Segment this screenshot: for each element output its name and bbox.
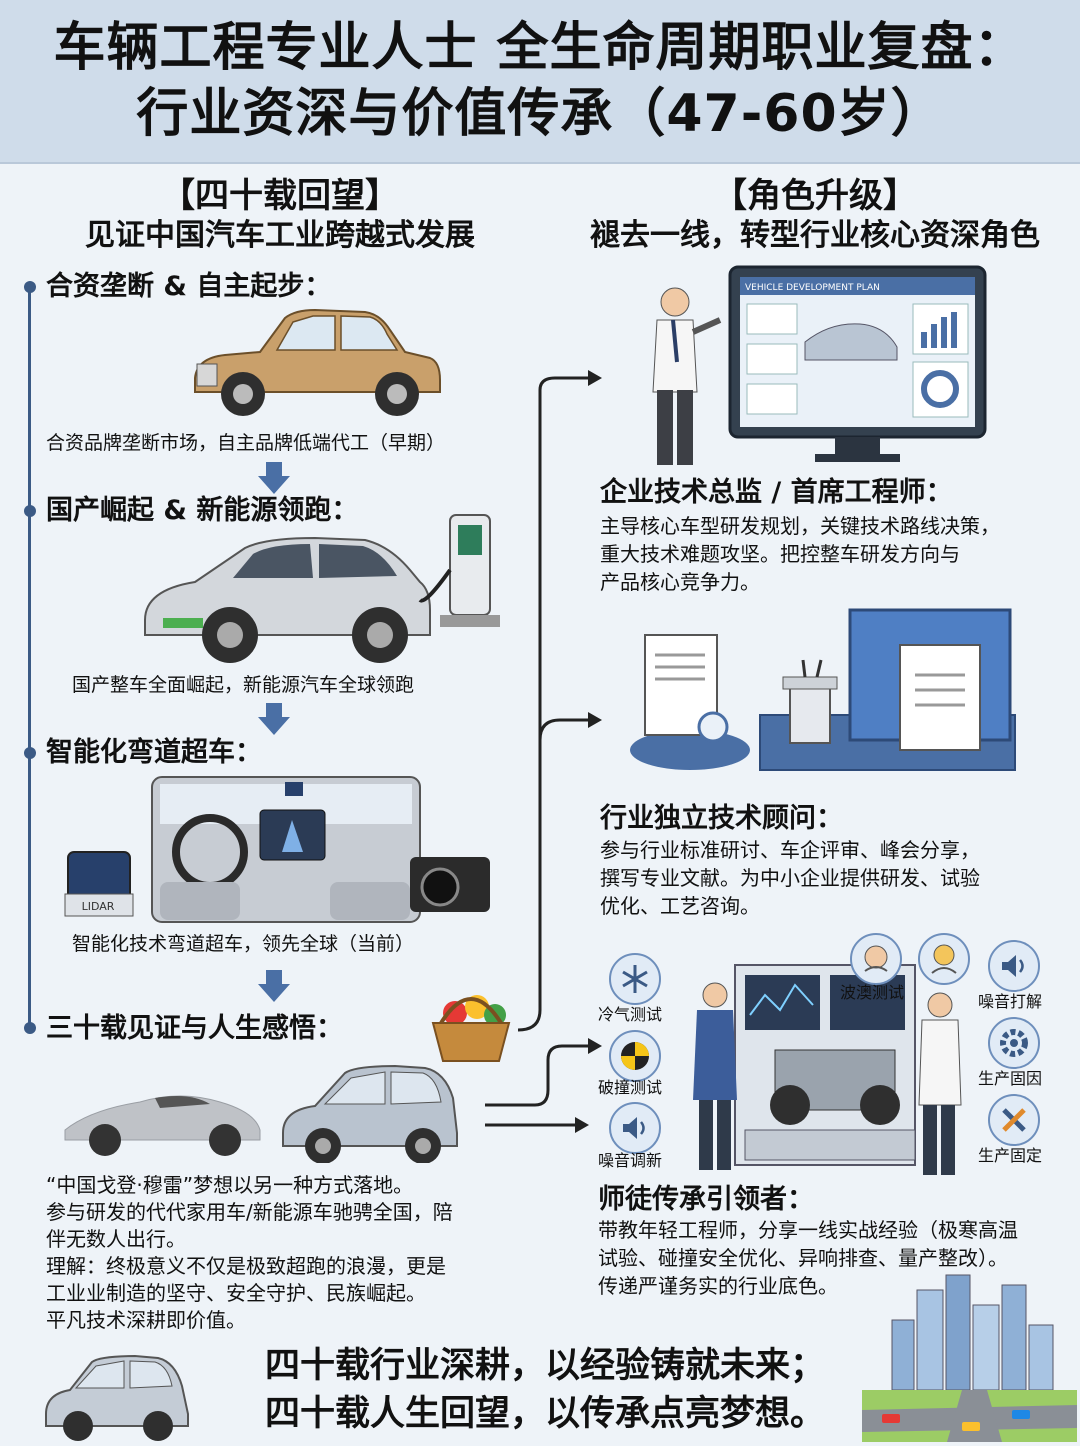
reflection-line: 伴无数人出行。 — [46, 1227, 186, 1251]
lab-label-noise-fix: 噪音打解 — [978, 992, 1043, 1011]
wrench-icon — [988, 1094, 1040, 1146]
head-sensor-icon — [850, 933, 902, 985]
down-arrow-icon — [258, 462, 290, 494]
page-header: 车辆工程专业人士 全生命周期职业复盘： 行业资深与价值传承（47-60岁） — [0, 0, 1080, 164]
section-title-2: 国产崛起 & 新能源领跑： — [46, 495, 359, 526]
page-title-line2: 行业资深与价值传承（47-60岁） — [136, 84, 944, 144]
lab-label-wave: 波澳测试 — [840, 983, 905, 1002]
role-desc-1: 主导核心车型研发规划，关键技术路线决策， 重大技术难题攻坚。把控整车研发方向与 … — [600, 512, 1060, 596]
motto-line-2: 四十载人生回望，以传承点亮梦想。 — [265, 1394, 826, 1434]
compact-car-illustration — [45, 1354, 189, 1441]
left-subtitle: 见证中国汽车工业跨越式发展 — [85, 218, 475, 253]
role-desc-line: 产品核心竞争力。 — [600, 570, 760, 594]
reflection-line: 参与研发的代代家用车/新能源车驰骋全国，陪 — [46, 1200, 453, 1224]
test-lab-illustration — [693, 964, 962, 1175]
hatchback-illustration — [282, 1064, 458, 1163]
role-desc-line: 主导核心车型研发规划，关键技术路线决策， — [600, 514, 1000, 538]
section-caption-3: 智能化技术弯道超车，领先全球（当前） — [72, 933, 415, 955]
page-title-line1: 车辆工程专业人士 全生命周期职业复盘： — [53, 18, 1027, 78]
section-caption-2: 国产整车全面崛起，新能源汽车全球领跑 — [72, 674, 415, 696]
speaker-icon — [609, 1102, 661, 1154]
person-icon — [918, 933, 970, 985]
reflection-line: 平凡技术深耕即价值。 — [46, 1308, 246, 1332]
left-column-heading: 【四十载回望】 见证中国汽车工业跨越式发展 — [20, 176, 540, 256]
lab-label-crash: 破撞测试 — [598, 1078, 663, 1097]
right-column-heading: 【角色升级】 褪去一线，转型行业核心资深角色 — [560, 176, 1070, 256]
role-desc-line: 撰写专业文献。为中小企业提供研发、试验 — [600, 866, 980, 890]
role-desc-line: 带教年轻工程师，分享一线实战经验（极寒高温 — [598, 1218, 1018, 1242]
role-desc-line: 参与行业标准研讨、车企评审、峰会分享， — [600, 838, 980, 862]
role-desc-3: 带教年轻工程师，分享一线实战经验（极寒高温 试验、碰撞安全优化、异响排查、量产整… — [598, 1216, 1073, 1300]
lab-label-cold: 冷气测试 — [598, 1005, 663, 1024]
section-title-4: 三十载见证与人生感悟： — [46, 1013, 343, 1044]
timeline-dot — [24, 505, 36, 517]
role-desc-line: 试验、碰撞安全优化、异响排查、量产整改）。 — [598, 1246, 1008, 1270]
timeline-dot — [24, 1022, 36, 1034]
snowflake-icon — [609, 953, 661, 1005]
role-title-2: 行业独立技术顾问： — [600, 803, 843, 834]
city-illustration — [862, 1274, 1077, 1442]
timeline-dot — [24, 747, 36, 759]
supercar-illustration — [64, 1095, 261, 1156]
lab-label-prod1: 生产固因 — [978, 1069, 1043, 1088]
role-desc-line: 优化、工艺咨询。 — [600, 894, 760, 918]
screen-title: VEHICLE DEVELOPMENT PLAN — [745, 283, 880, 293]
smart-cockpit-illustration: LIDAR — [64, 776, 490, 923]
reflection-line: 工业业制造的坚守、安全守护、民族崛起。 — [46, 1281, 426, 1305]
lab-label-noise-tune: 噪音调新 — [598, 1151, 663, 1170]
ev-charging-illustration — [144, 514, 500, 663]
left-title: 【四十载回望】 — [161, 176, 399, 216]
right-title: 【角色升级】 — [713, 176, 917, 216]
role-title-3: 师徒传承引领者： — [598, 1184, 814, 1215]
timeline-dot — [24, 281, 36, 293]
role-desc-line: 重大技术难题攻坚。把控整车研发方向与 — [600, 542, 960, 566]
down-arrow-icon — [258, 703, 290, 735]
presenter-dashboard-illustration: VEHICLE DEVELOPMENT PLAN — [652, 265, 987, 465]
consultant-stage-illustration — [630, 608, 1016, 771]
role-desc-line: 传递严谨务实的行业底色。 — [598, 1274, 838, 1298]
vintage-sedan-illustration — [194, 308, 441, 416]
speaker-icon — [988, 940, 1040, 992]
reflection-line: 理解：终极意义不仅是极致超跑的浪漫，更是 — [46, 1254, 446, 1278]
section-title-3: 智能化弯道超车： — [46, 737, 262, 768]
motto-line-1: 四十载行业深耕，以经验铸就未来； — [265, 1346, 826, 1386]
timeline-line — [28, 284, 31, 1029]
lidar-label: LIDAR — [82, 900, 115, 913]
role-desc-2: 参与行业标准研讨、车企评审、峰会分享， 撰写专业文献。为中小企业提供研发、试验 … — [600, 836, 1060, 920]
lab-label-prod2: 生产固定 — [978, 1146, 1043, 1165]
fruit-basket-icon — [431, 995, 511, 1062]
gear-icon — [988, 1017, 1040, 1069]
reflection-paragraph: “中国戈登·穆雷”梦想以另一种方式落地。 参与研发的代代家用车/新能源车驰骋全国… — [46, 1172, 526, 1334]
down-arrow-icon — [258, 970, 290, 1002]
reflection-line: “中国戈登·穆雷”梦想以另一种方式落地。 — [46, 1173, 414, 1197]
right-subtitle: 褪去一线，转型行业核心资深角色 — [590, 218, 1040, 253]
section-title-1: 合资垄断 & 自主起步： — [46, 271, 332, 302]
section-caption-1: 合资品牌垄断市场，自主品牌低端代工（早期） — [46, 432, 446, 454]
connector-arrows — [485, 370, 602, 1133]
role-title-1: 企业技术总监 / 首席工程师： — [600, 477, 953, 508]
crash-test-icon — [609, 1030, 661, 1082]
